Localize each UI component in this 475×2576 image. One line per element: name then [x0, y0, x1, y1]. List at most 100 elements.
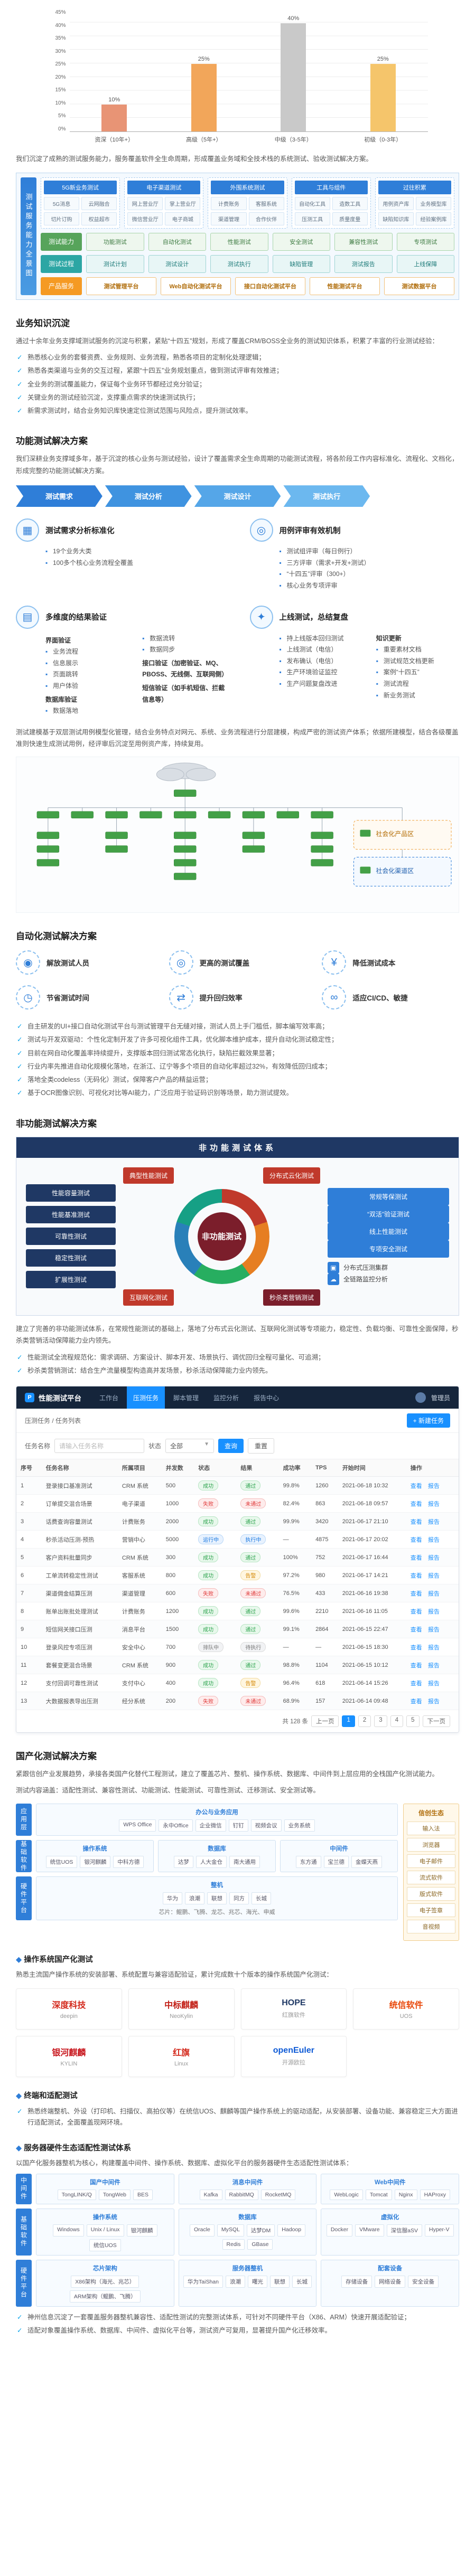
ability-item: 性能测试 [210, 232, 268, 251]
cell-task-name: 渠道佣金结算压测 [41, 1584, 118, 1603]
platform-nav-item[interactable]: 监控分析 [213, 1394, 239, 1402]
table-row[interactable]: 4 秒杀活动压测-预热 营销中心 5000 运行中 执行中 — 4875 202… [16, 1530, 459, 1549]
software-chip: Oracle [189, 2224, 215, 2237]
view-link[interactable]: 查看 [410, 1644, 422, 1651]
report-link[interactable]: 报告 [427, 1608, 440, 1615]
table-row[interactable]: 5 客户资料批量同步 CRM 系统 300 成功 通过 100% 752 202… [16, 1548, 459, 1567]
table-row[interactable]: 10 登录风控专项压测 安全中心 700 排队中 待执行 — — 2021-06… [16, 1638, 459, 1657]
view-link[interactable]: 查看 [410, 1590, 422, 1597]
status-select[interactable]: 全部 ▼ [165, 1439, 215, 1454]
report-link[interactable]: 报告 [427, 1518, 440, 1525]
platform-nav-item[interactable]: 压测任务 [127, 1386, 165, 1409]
report-link[interactable]: 报告 [427, 1698, 440, 1705]
view-link[interactable]: 查看 [410, 1662, 422, 1669]
view-link[interactable]: 查看 [410, 1626, 422, 1633]
table-row[interactable]: 1 登录接口基准测试 CRM 系统 500 成功 通过 99.8% 1260 2… [16, 1476, 459, 1495]
cell-task-name: 秒杀活动压测-预热 [41, 1530, 118, 1549]
table-row[interactable]: 8 账单出账批处理测试 计费账务 1200 成功 通过 99.6% 2210 2… [16, 1602, 459, 1621]
cell-project: CRM 系统 [117, 1476, 162, 1495]
cell-vu: 900 [161, 1656, 194, 1675]
new-task-button[interactable]: + 新建任务 [406, 1413, 450, 1428]
check-item: 基于OCR图像识别、可视化对比等AI能力，广泛应用于验证码识别等场景，助力测试提… [16, 1087, 459, 1100]
bar [370, 63, 396, 131]
software-chip: 东方通 [296, 1856, 321, 1869]
cell-vu: 700 [161, 1638, 194, 1657]
automation-feature: ◉ 解放测试人员 [16, 950, 153, 975]
table-row[interactable]: 6 工单流转稳定性测试 客服系统 800 成功 告警 97.2% 980 202… [16, 1566, 459, 1585]
cell-start-time: 2021-06-15 22:47 [338, 1620, 406, 1639]
report-link[interactable]: 报告 [427, 1554, 440, 1561]
task-name-input[interactable]: 请输入任务名称 [54, 1439, 145, 1454]
report-link[interactable]: 报告 [427, 1626, 440, 1633]
software-chip: Docker [326, 2224, 353, 2237]
nf-left-column: 性能容量测试性能基准测试可靠性测试稳定性测试扩展性测试 [26, 1167, 116, 1306]
platform-nav-item[interactable]: 脚本管理 [173, 1394, 199, 1402]
view-link[interactable]: 查看 [410, 1501, 422, 1507]
platform-brand: P 性能测试平台 [25, 1392, 81, 1403]
view-link[interactable]: 查看 [410, 1608, 422, 1615]
table-row[interactable]: 11 套餐变更混合场景 CRM 系统 900 成功 通过 98.8% 1104 … [16, 1656, 459, 1675]
cell-start-time: 2021-06-17 20:02 [338, 1530, 406, 1549]
view-link[interactable]: 查看 [410, 1518, 422, 1525]
os-brand-sub: 开源欧拉 [282, 2060, 305, 2067]
cell-task-name: 客户资料批量同步 [41, 1548, 118, 1567]
status-badge: 成功 [198, 1480, 219, 1491]
view-link[interactable]: 查看 [410, 1680, 422, 1687]
software-chip: MySQL [217, 2224, 244, 2237]
feature-title: 多维度的结果验证 [45, 614, 107, 622]
platform-nav-item[interactable]: 报告中心 [254, 1394, 280, 1402]
chart-x-axis: 资深（10年+）高级（5年+）中级（3-5年）初级（0-3年） [70, 132, 428, 144]
report-link[interactable]: 报告 [427, 1501, 440, 1507]
cell-task-name: 登录风控专项压测 [41, 1638, 118, 1657]
view-link[interactable]: 查看 [410, 1536, 422, 1543]
table-row[interactable]: 12 支付回调可靠性测试 支付中心 400 成功 告警 96.4% 618 20… [16, 1674, 459, 1693]
page-button[interactable]: 4 [390, 1715, 404, 1728]
search-button[interactable]: 查询 [218, 1439, 244, 1454]
software-chip: 中科方德 [113, 1856, 144, 1869]
cell-success-rate: 99.1% [278, 1620, 312, 1639]
table-row[interactable]: 9 短信网关接口压测 消息平台 1500 成功 通过 99.1% 2864 20… [16, 1620, 459, 1639]
cell-vu: 200 [161, 1692, 194, 1711]
platform-nav-item[interactable]: 工作台 [99, 1394, 119, 1402]
table-row[interactable]: 2 订单提交混合场景 电子渠道 1000 失败 未通过 82.4% 863 20… [16, 1494, 459, 1513]
page-button[interactable]: 3 [374, 1715, 387, 1728]
test-model-topology-diagram: 社会化产品区 社会化渠道区 [16, 756, 459, 913]
view-link[interactable]: 查看 [410, 1554, 422, 1561]
report-link[interactable]: 报告 [427, 1572, 440, 1579]
result-badge: 通过 [240, 1552, 261, 1563]
report-link[interactable]: 报告 [427, 1680, 440, 1687]
experience-bar-chart: 45%40%35%30%25%20%15%10%5%0% 10% 25% 40% [48, 10, 428, 144]
feature-item: 页面跳转 [45, 669, 128, 681]
report-link[interactable]: 报告 [427, 1644, 440, 1651]
capability-group-channel: 电子渠道测试 网上营业厅掌上营业厅微信营业厅电子商城 [124, 177, 204, 229]
table-row[interactable]: 7 渠道佣金结算压测 渠道管理 600 失败 未通过 76.5% 433 202… [16, 1584, 459, 1603]
page-button[interactable]: 1 [342, 1715, 355, 1728]
platform-user-area[interactable]: 管理员 [415, 1392, 450, 1403]
cell-task-name: 短信网关接口压测 [41, 1620, 118, 1639]
page-button[interactable]: 下一页 [422, 1715, 450, 1728]
table-row[interactable]: 13 大数据报表导出压测 经分系统 200 失败 未通过 68.9% 157 2… [16, 1692, 459, 1711]
view-link[interactable]: 查看 [410, 1698, 422, 1705]
page-button[interactable]: 2 [358, 1715, 371, 1728]
bar-cell: 10% [70, 10, 160, 131]
table-row[interactable]: 3 话费查询容量测试 计费账务 2000 成功 通过 99.9% 3420 20… [16, 1512, 459, 1531]
report-link[interactable]: 报告 [427, 1483, 440, 1489]
report-link[interactable]: 报告 [427, 1536, 440, 1543]
os-brand-sub: NeoKylin [170, 2013, 193, 2020]
cell-project: CRM 系统 [117, 1656, 162, 1675]
report-link[interactable]: 报告 [427, 1590, 440, 1597]
page-button[interactable]: 5 [406, 1715, 420, 1728]
page-button[interactable]: 上一页 [311, 1715, 339, 1728]
view-link[interactable]: 查看 [410, 1572, 422, 1579]
view-link[interactable]: 查看 [410, 1483, 422, 1489]
column-header: 并发数 [161, 1459, 194, 1477]
avatar[interactable] [415, 1392, 426, 1403]
terminal-test-bullets: 熟悉终端整机、外设（打印机、扫描仪、高拍仪等）在统信UOS、麒麟等国产操作系统上… [16, 2105, 459, 2130]
os-logo-tile: HOPE 红旗软件 [240, 1988, 347, 2030]
server-eco-bullets: 神州信息沉淀了一套覆盖服务器整机兼容性、适配性测试的完整测试体系，可针对不同硬件… [16, 2311, 459, 2338]
reset-button[interactable]: 重置 [248, 1438, 275, 1454]
cell-project: 渠道管理 [117, 1584, 162, 1603]
software-chip: 人大金仓 [196, 1856, 227, 1869]
feature-title: 测试需求分析标准化 [45, 526, 115, 535]
report-link[interactable]: 报告 [427, 1662, 440, 1669]
